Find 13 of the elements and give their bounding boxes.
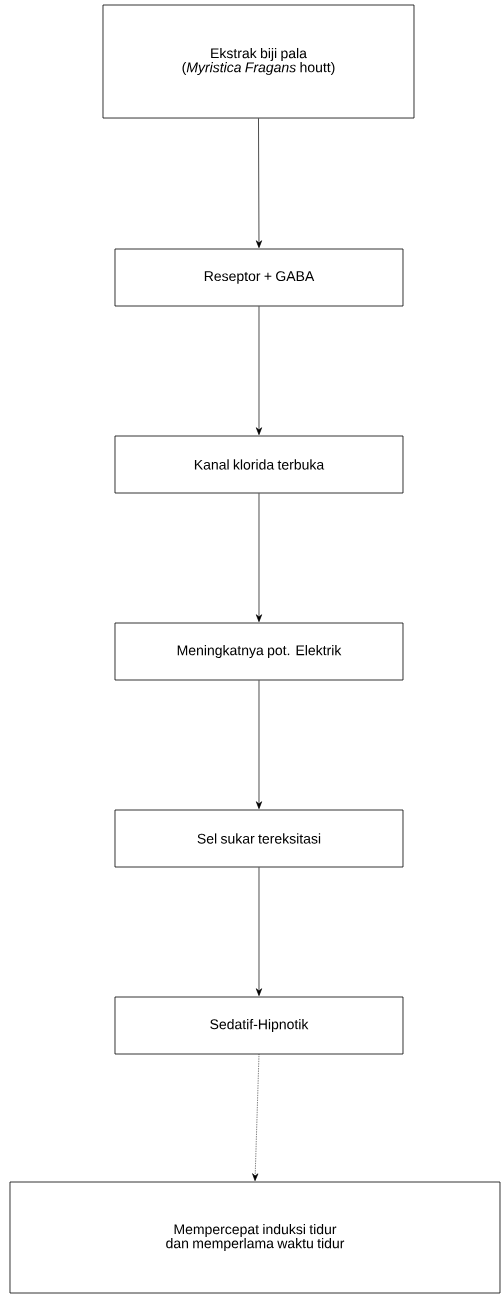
arrow	[255, 493, 263, 622]
process-box: Mempercepat induksi tidur dan memperlama waktu tidur	[9, 1181, 501, 1294]
process-box: Kanal klorida terbuka	[114, 435, 404, 494]
process-box: Meningkatnya pot. Elektrik	[114, 622, 404, 681]
arrow	[252, 1054, 260, 1181]
arrow	[255, 306, 263, 435]
process-box: Sel sukar tereksitasi	[114, 809, 404, 868]
arrow	[255, 680, 263, 809]
process-box: Ekstrak biji pala (Myristica Fragans houtt)	[102, 4, 415, 119]
arrow	[255, 867, 263, 996]
process-box: Reseptor + GABA	[114, 248, 404, 307]
arrow	[255, 118, 263, 248]
process-box: Sedatif-Hipnotik	[114, 996, 404, 1055]
